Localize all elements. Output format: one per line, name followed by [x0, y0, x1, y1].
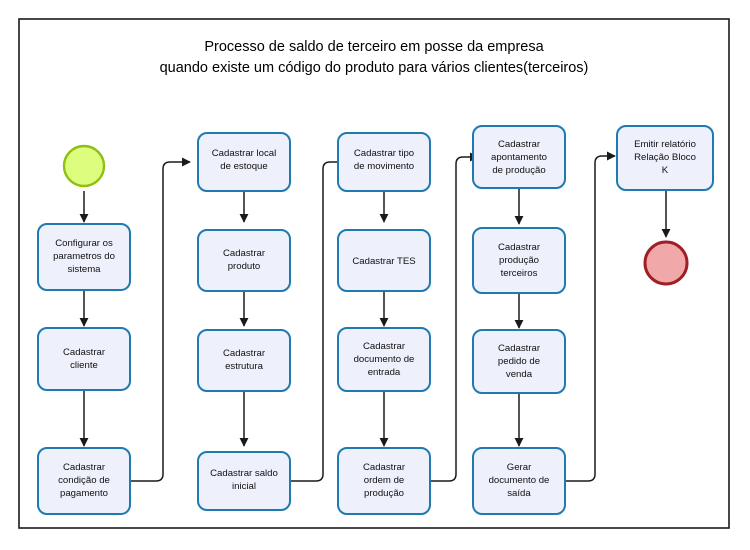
node-n11[interactable]: Cadastrar ordem de produção: [337, 447, 431, 515]
node-n1-line-2: parametros do: [53, 251, 115, 262]
start-node[interactable]: [62, 144, 106, 188]
node-n1-line-1: Configurar os: [55, 238, 113, 249]
node-n9[interactable]: Cadastrar TES: [337, 229, 431, 292]
diagram-title-line-2: quando existe um código do produto para …: [160, 60, 589, 76]
node-n12-line-2: apontamento: [491, 152, 547, 163]
node-n16-line-3: K: [662, 165, 669, 176]
node-n4-line-1: Cadastrar local: [212, 148, 277, 159]
node-n15-line-3: saída: [507, 488, 531, 499]
node-n6-line-2: estrutura: [225, 361, 264, 372]
node-n10-line-1: Cadastrar: [363, 341, 406, 352]
node-n7[interactable]: Cadastrar saldo inicial: [197, 451, 291, 511]
node-n2[interactable]: Cadastrar cliente: [37, 327, 131, 391]
node-n6[interactable]: Cadastrar estrutura: [197, 329, 291, 392]
node-n12-line-1: Cadastrar: [498, 139, 541, 150]
node-n5-line-1: Cadastrar: [223, 248, 266, 259]
diagram-frame: [18, 18, 730, 529]
node-n3[interactable]: Cadastrar condição de pagamento: [37, 447, 131, 515]
node-n14-line-1: Cadastrar: [498, 343, 541, 354]
node-n15-line-2: documento de: [489, 475, 550, 486]
node-n2-line-2: cliente: [70, 360, 98, 371]
node-n11-line-2: ordem de: [364, 475, 405, 486]
connectors: [79, 151, 671, 482]
node-n15[interactable]: Gerar documento de saída: [472, 447, 566, 515]
node-n6-line-1: Cadastrar: [223, 348, 266, 359]
node-n13-line-3: terceiros: [501, 268, 538, 279]
node-n10-line-2: documento de: [354, 354, 415, 365]
node-n8-line-1: Cadastrar tipo: [354, 148, 414, 159]
node-n13-line-1: Cadastrar: [498, 242, 541, 253]
node-n16[interactable]: Emitir relatório Relação Bloco K: [616, 125, 714, 191]
edge-n15-to-n16: [566, 151, 616, 482]
node-n13[interactable]: Cadastrar produção terceiros: [472, 227, 566, 294]
node-n11-line-1: Cadastrar: [363, 462, 406, 473]
edge-n11-to-n12: [431, 152, 479, 482]
node-n9-line-1: Cadastrar TES: [352, 256, 415, 267]
node-n4-line-2: de estoque: [220, 161, 267, 172]
node-n8[interactable]: Cadastrar tipo de movimento: [337, 132, 431, 192]
node-n12[interactable]: Cadastrar apontamento de produção: [472, 125, 566, 189]
node-n5[interactable]: Cadastrar produto: [197, 229, 291, 292]
node-n15-line-1: Gerar: [507, 462, 532, 473]
node-n12-line-3: de produção: [492, 165, 545, 176]
node-n3-line-3: pagamento: [60, 488, 108, 499]
node-n2-line-1: Cadastrar: [63, 347, 106, 358]
edge-n7-to-n8: [291, 157, 349, 482]
node-n1-line-3: sistema: [67, 264, 101, 275]
node-n14[interactable]: Cadastrar pedido de venda: [472, 329, 566, 394]
diagram-title-line-1: Processo de saldo de terceiro em posse d…: [204, 39, 544, 55]
node-n11-line-3: produção: [364, 488, 404, 499]
node-n10-line-3: entrada: [368, 367, 401, 378]
node-n10[interactable]: Cadastrar documento de entrada: [337, 327, 431, 392]
node-n16-line-2: Relação Bloco: [634, 152, 696, 163]
node-n14-line-2: pedido de: [498, 356, 540, 367]
node-n8-line-2: de movimento: [354, 161, 414, 172]
node-n5-line-2: produto: [228, 261, 261, 272]
node-n3-line-1: Cadastrar: [63, 462, 106, 473]
edge-n3-to-n4: [131, 157, 191, 482]
node-n14-line-3: venda: [506, 369, 533, 380]
node-n1[interactable]: Configurar os parametros do sistema: [37, 223, 131, 291]
node-n16-line-1: Emitir relatório: [634, 139, 696, 150]
node-n13-line-2: produção: [499, 255, 539, 266]
node-n3-line-2: condição de: [58, 475, 110, 486]
end-node[interactable]: [643, 240, 689, 286]
node-n7-line-1: Cadastrar saldo: [210, 468, 278, 479]
node-n4[interactable]: Cadastrar local de estoque: [197, 132, 291, 192]
node-n7-line-2: inicial: [232, 481, 256, 492]
